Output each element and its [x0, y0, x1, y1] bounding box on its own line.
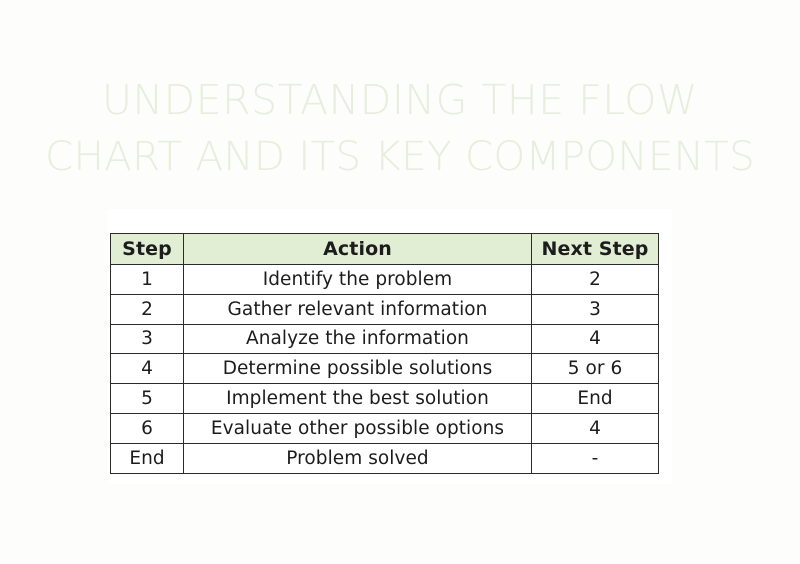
cell-step: 3: [110, 323, 184, 355]
cell-action: Identify the problem: [183, 264, 532, 295]
cell-step: 4: [110, 353, 184, 385]
cell-next-step: 2: [531, 264, 659, 295]
cell-next-step: -: [531, 442, 659, 474]
cell-next-step: 3: [531, 293, 659, 325]
cell-action: Problem solved: [183, 442, 532, 474]
cell-next-step: 4: [531, 412, 659, 444]
column-header-action: Action: [183, 233, 532, 265]
cell-step: End: [110, 442, 184, 474]
page-title: UNDERSTANDING THE FLOW CHART AND ITS KEY…: [0, 72, 800, 184]
cell-action: Evaluate other possible options: [183, 412, 532, 444]
cell-next-step: End: [531, 383, 659, 414]
cell-step: 1: [110, 264, 184, 295]
column-header-next-step: Next Step: [531, 233, 659, 265]
cell-action: Gather relevant information: [183, 293, 532, 325]
cell-action: Implement the best solution: [183, 383, 532, 414]
page-title-line-1: UNDERSTANDING THE FLOW: [102, 76, 698, 124]
cell-action: Analyze the information: [183, 323, 532, 355]
column-header-step: Step: [110, 233, 184, 265]
cell-action: Determine possible solutions: [183, 353, 532, 385]
page-title-line-2: CHART AND ITS KEY COMPONENTS: [45, 132, 755, 180]
cell-step: 5: [110, 383, 184, 414]
cell-step: 2: [110, 293, 184, 325]
cell-step: 6: [110, 412, 184, 444]
table-header-row: Step Action Next Step: [110, 233, 659, 265]
cell-next-step: 5 or 6: [531, 353, 659, 385]
table-header: Step Action Next Step: [110, 233, 659, 265]
cell-next-step: 4: [531, 323, 659, 355]
